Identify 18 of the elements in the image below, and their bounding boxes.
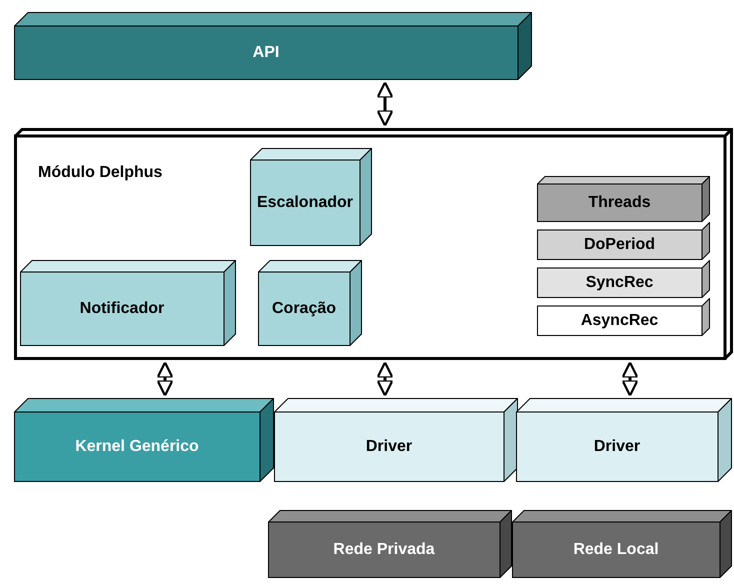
block-label: Coração (272, 300, 336, 318)
module-title: Módulo Delphus (38, 164, 162, 182)
double-arrow (376, 81, 394, 127)
block-label: Rede Local (573, 541, 659, 559)
block-label: Driver (366, 438, 412, 456)
double-arrow (621, 361, 639, 397)
block-label: SyncRec (586, 274, 654, 292)
block-label: Driver (594, 438, 640, 456)
block-label: Escalonador (256, 194, 354, 212)
block-label: API (252, 44, 280, 62)
block-label: AsyncRec (580, 312, 658, 330)
block-label: Notificador (80, 300, 164, 318)
double-arrow (376, 361, 394, 397)
block-label: Kernel Genérico (75, 438, 199, 456)
double-arrow (156, 361, 174, 397)
block-label: DoPeriod (584, 236, 656, 254)
block-label: Threads (588, 194, 651, 212)
block-label: Rede Privada (333, 541, 435, 559)
